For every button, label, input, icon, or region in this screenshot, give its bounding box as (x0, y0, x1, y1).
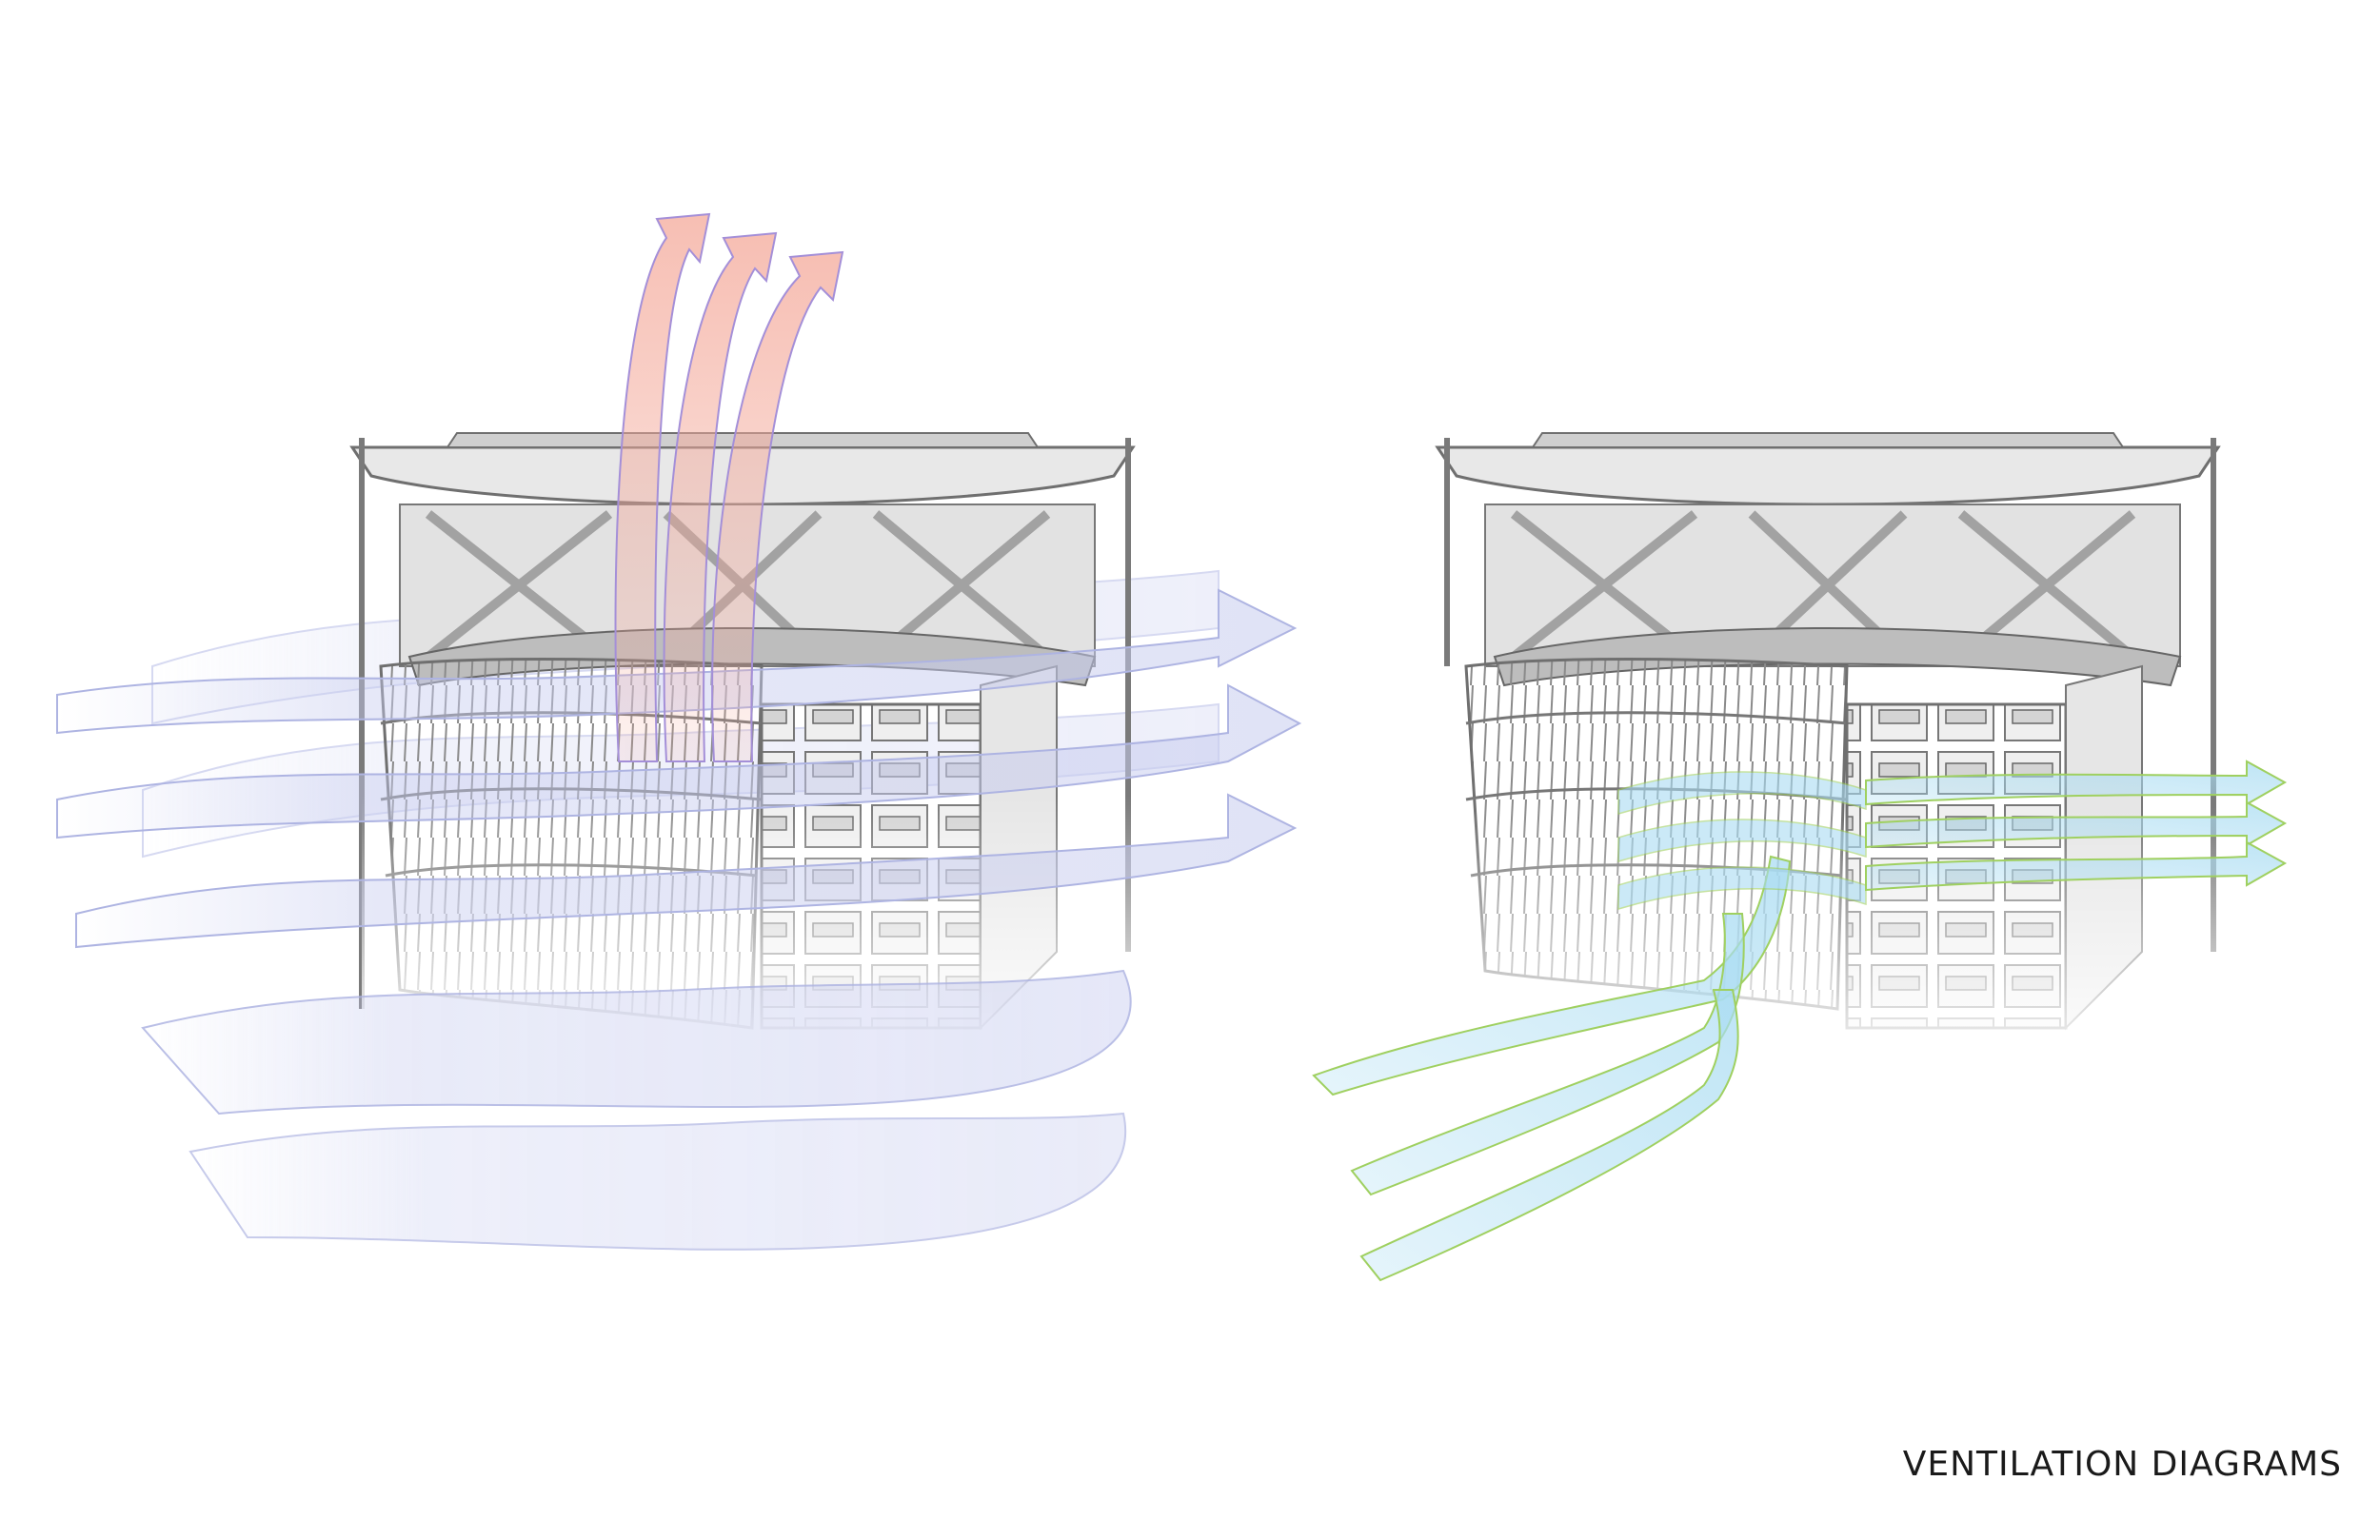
outflow-arrow-2 (1865, 800, 2288, 849)
diagram-caption: VENTILATION DIAGRAMS (1902, 1445, 2342, 1484)
outflow-arrow-1 (1865, 760, 2288, 806)
outflow-arrow-3 (1865, 840, 2288, 892)
air-band-2 (56, 683, 1302, 839)
right-building (1435, 419, 2228, 1066)
exhaust-arrow-3 (711, 250, 844, 762)
air-band-5 (188, 1112, 1126, 1251)
air-band-1 (56, 588, 1298, 735)
right-ventilation-diagram (1312, 419, 2288, 1282)
intake-stream-1 (1312, 855, 1792, 1096)
stack-exhaust-arrows (614, 212, 844, 762)
air-band-4 (141, 969, 1132, 1116)
intake-stream-3 (1359, 989, 1739, 1282)
interior-air-circulation (1617, 771, 1867, 911)
exhaust-arrow-1 (614, 212, 711, 762)
intake-stream-2 (1350, 913, 1745, 1196)
left-ventilation-diagram (56, 212, 1302, 1251)
cooling-intake-streams (1312, 855, 1792, 1282)
exhaust-arrows-out (1865, 760, 2288, 892)
air-band-3 (75, 793, 1298, 949)
exhaust-arrow-2 (663, 231, 778, 762)
cross-ventilation-bands-front (56, 588, 1302, 1251)
